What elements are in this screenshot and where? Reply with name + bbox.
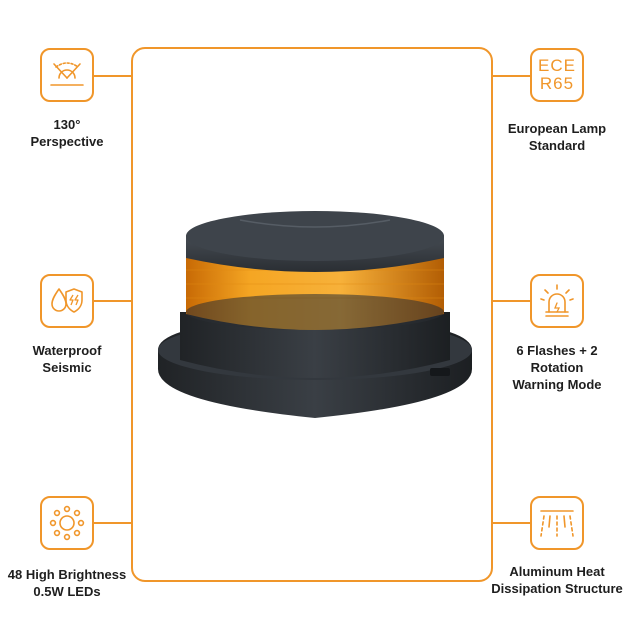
feature-heat-label: Aluminum Heat Dissipation Structure	[491, 564, 623, 596]
connector-right-top	[492, 75, 530, 77]
connector-left-top	[94, 75, 132, 77]
feature-leds-label: 48 High Brightness 0.5W LEDs	[7, 567, 127, 599]
heat-dissipation-icon	[530, 496, 584, 550]
connector-right-bottom	[492, 522, 530, 524]
connector-right-mid	[492, 300, 530, 302]
feature-modes-label: 6 Flashes + 2 Rotation Warning Mode	[512, 343, 602, 392]
led-sun-icon	[40, 496, 94, 550]
feature-perspective-label: 130° Perspective	[30, 117, 104, 149]
beacon-light-image	[157, 211, 473, 418]
feature-waterproof-label: Waterproof Seismic	[32, 343, 102, 375]
ece-badge-icon: ECE R65	[530, 48, 584, 102]
product-frame	[131, 47, 493, 582]
feature-standard-label: European Lamp Standard	[507, 121, 607, 153]
wide-angle-icon	[40, 48, 94, 102]
connector-left-mid	[94, 300, 132, 302]
water-shield-icon	[40, 274, 94, 328]
beacon-alarm-icon	[530, 274, 584, 328]
ece-badge-top: ECE	[538, 56, 576, 75]
ece-badge-bottom: R65	[539, 74, 575, 93]
connector-left-bottom	[94, 522, 132, 524]
